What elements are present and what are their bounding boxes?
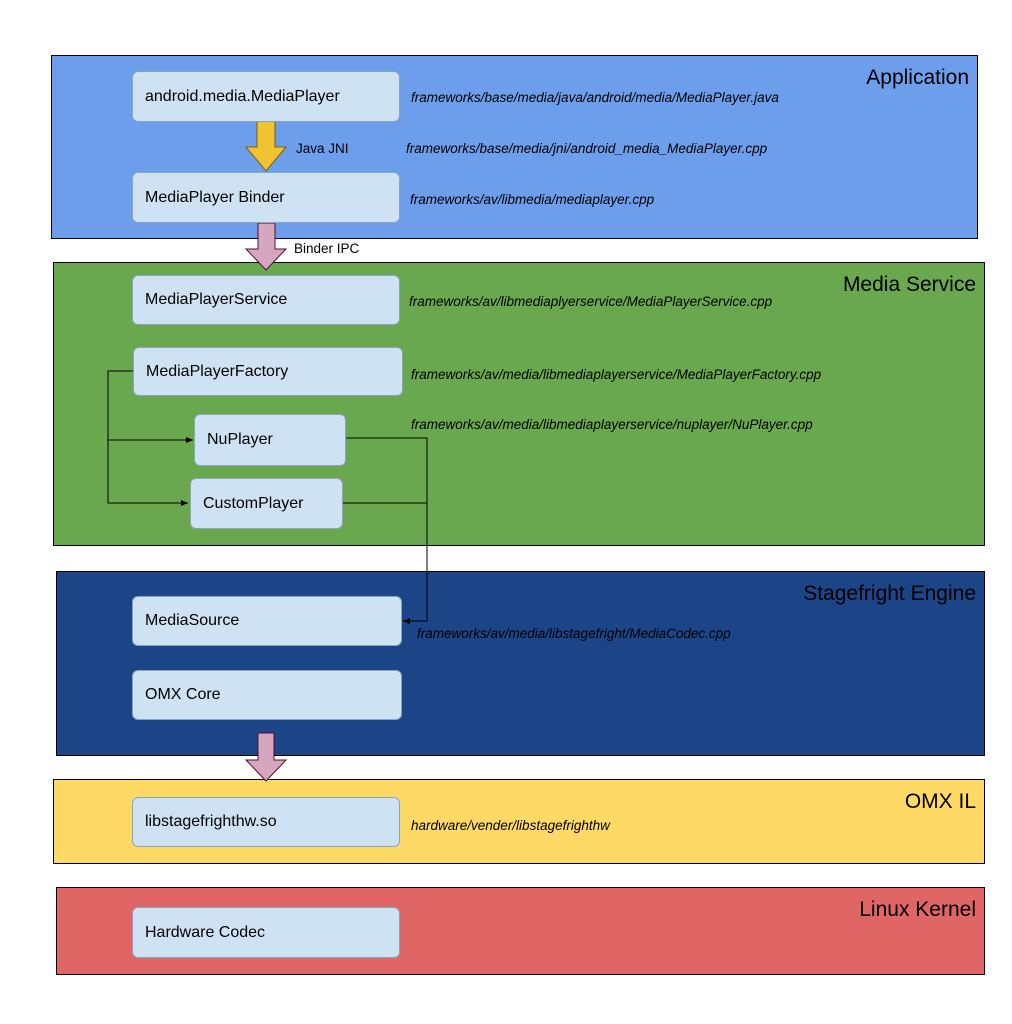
libstagefrighthw-path: hardware/vender/libstagefrighthw: [411, 818, 610, 833]
media-service-layer-title: Media Service: [842, 273, 976, 296]
mediaplayerfactory-node: MediaPlayerFactory: [133, 347, 403, 396]
java-jni-label: Java JNI: [296, 141, 349, 156]
omx-il-layer: OMX IL: [53, 779, 985, 864]
linux-kernel-layer-title: Linux Kernel: [859, 898, 976, 921]
customplayer-node: CustomPlayer: [190, 478, 343, 529]
mediaplayerservice-node: MediaPlayerService: [132, 275, 400, 325]
java-jni-arrow: [244, 120, 288, 172]
mediaplayer-binder-node: MediaPlayer Binder: [132, 172, 400, 223]
mediaplayer-cpp-path: frameworks/av/libmedia/mediaplayer.cpp: [410, 192, 655, 207]
mediaplayer-java-path: frameworks/base/media/java/android/media…: [411, 90, 779, 105]
nuplayer-to-mediasource-connector: [346, 437, 428, 624]
nuplayer-cpp-path: frameworks/av/media/libmediaplayerservic…: [411, 417, 813, 432]
stagefright-layer-title: Stagefright Engine: [803, 582, 976, 605]
binder-ipc-arrow: [244, 222, 288, 271]
android-mediaplayer-node: android.media.MediaPlayer: [132, 71, 400, 122]
nuplayer-node: NuPlayer: [194, 414, 346, 466]
binder-ipc-label: Binder IPC: [294, 241, 360, 256]
omx-core-to-omx-il-arrow: [244, 732, 288, 782]
application-layer-title: Application: [866, 66, 969, 89]
mediaplayerservice-cpp-path: frameworks/av/libmediaplyerservice/Media…: [409, 294, 773, 309]
jni-cpp-path: frameworks/base/media/jni/android_media_…: [406, 141, 768, 156]
omx-core-node: OMX Core: [132, 670, 402, 720]
mediaplayerfactory-cpp-path: frameworks/av/media/libmediaplayerservic…: [411, 367, 822, 382]
omx-il-layer-title: OMX IL: [904, 790, 976, 813]
mediasource-node: MediaSource: [132, 596, 402, 646]
libstagefrighthw-node: libstagefrighthw.so: [132, 797, 400, 847]
factory-connector: [107, 370, 188, 506]
hardware-codec-node: Hardware Codec: [132, 907, 400, 958]
mediacodec-cpp-path: frameworks/av/media/libstagefright/Media…: [417, 626, 731, 641]
